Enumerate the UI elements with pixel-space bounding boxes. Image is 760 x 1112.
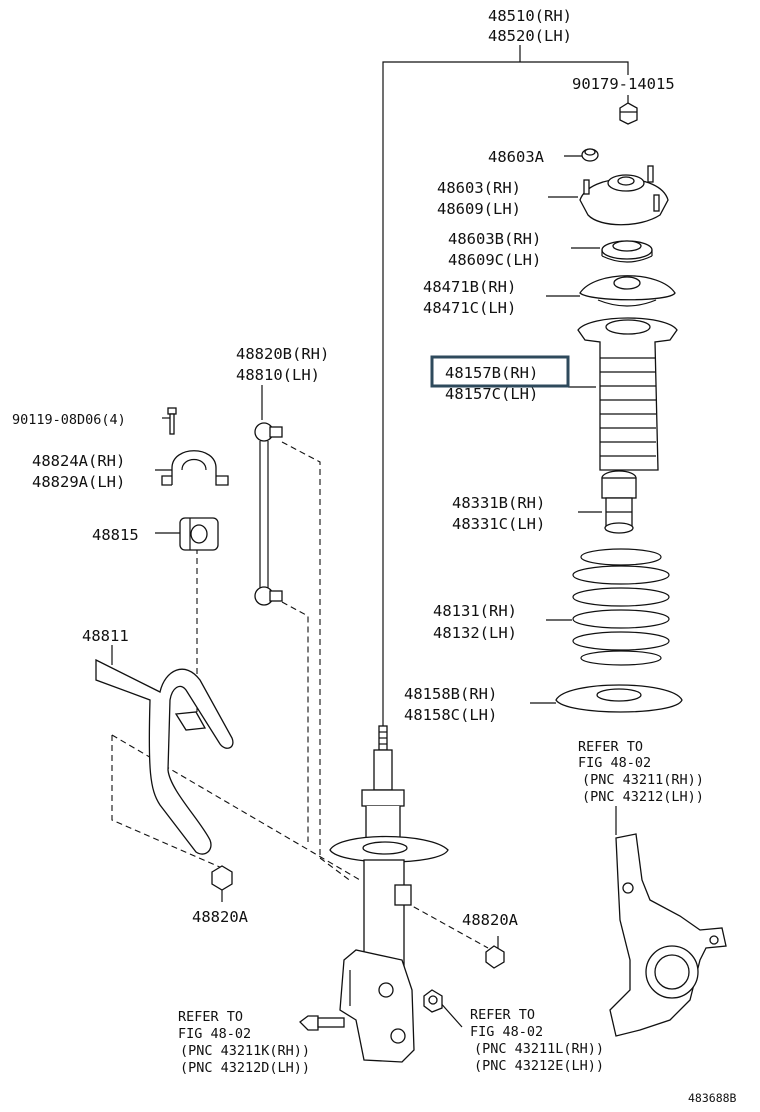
dashed-guides [111, 441, 489, 949]
label-seat-lh: 48471C(LH) [423, 299, 516, 317]
figure-id: 483688B [688, 1091, 737, 1105]
label-seat-rh: 48471B(RH) [423, 278, 516, 296]
label-bolt: 90119-08D06(4) [12, 412, 126, 428]
bump-stopper [601, 470, 637, 534]
stabilizer-nut [211, 865, 233, 891]
label-spring-rh: 48131(RH) [433, 602, 517, 620]
stabilizer-link [254, 422, 283, 606]
refer-bolt-line2: FIG 48-02 [178, 1026, 251, 1042]
label-boot-rh: 48157B(RH) [445, 364, 538, 382]
bearing [601, 240, 653, 263]
label-nut-left: 48820A [192, 908, 249, 926]
coil-spring [572, 548, 670, 666]
label-link-rh: 48820B(RH) [236, 345, 329, 363]
label-bracket-rh: 48824A(RH) [32, 452, 125, 470]
label-spring-lh: 48132(LH) [433, 624, 517, 642]
refer-nut-line1: REFER TO [470, 1007, 535, 1023]
highlight-box [430, 355, 570, 388]
label-boot-lh: 48157C(LH) [445, 385, 538, 403]
refer-nut-line3: (PNC 43211L(RH)) [474, 1041, 604, 1057]
strut-nut [423, 989, 443, 1013]
label-bearing-lh: 48609C(LH) [448, 251, 541, 269]
spring-insulator [555, 684, 683, 713]
label-stabilizer-bar: 48811 [82, 627, 129, 645]
spring-seat [579, 275, 676, 307]
label-mount-lh: 48609(LH) [437, 200, 521, 218]
strut-mount [579, 165, 669, 226]
refer-bolt-line3: (PNC 43211K(RH)) [180, 1043, 310, 1059]
label-link-lh: 48810(LH) [236, 366, 320, 384]
shock-absorber [329, 725, 449, 1063]
refer-nut-note: REFER TO FIG 48-02 (PNC 43211L(RH)) (PNC… [470, 1007, 604, 1074]
refer-knuckle-line4: (PNC 43212(LH)) [582, 789, 704, 805]
label-bracket-lh: 48829A(LH) [32, 473, 125, 491]
dust-cap [581, 148, 599, 162]
refer-bolt-note: REFER TO FIG 48-02 (PNC 43211K(RH)) (PNC… [178, 1009, 310, 1076]
label-mount-rh: 48603(RH) [437, 179, 521, 197]
label-strut-rh: 48510(RH) [488, 7, 572, 25]
stabilizer-bushing [179, 517, 219, 551]
refer-bolt-line1: REFER TO [178, 1009, 243, 1025]
bracket-bolt [167, 407, 177, 435]
refer-knuckle-note: REFER TO FIG 48-02 (PNC 43211(RH)) (PNC … [578, 739, 704, 805]
top-nut [619, 102, 638, 125]
label-nut-top: 90179-14015 [572, 75, 675, 93]
label-insulator-lh: 48158C(LH) [404, 706, 497, 724]
strut-nut-right [485, 945, 505, 969]
refer-nut-line2: FIG 48-02 [470, 1024, 543, 1040]
refer-knuckle-line3: (PNC 43211(RH)) [582, 772, 704, 788]
leader-lines [111, 45, 629, 1028]
refer-nut-line4: (PNC 43212E(LH)) [474, 1058, 604, 1074]
part-labels: 48510(RH) 48520(LH) 90179-14015 48603A 4… [12, 7, 675, 929]
refer-knuckle-line2: FIG 48-02 [578, 755, 651, 771]
steering-knuckle [609, 833, 727, 1037]
label-bumper-lh: 48331C(LH) [452, 515, 545, 533]
refer-bolt-line4: (PNC 43212D(LH)) [180, 1060, 310, 1076]
label-bushing: 48815 [92, 526, 139, 544]
stabilizer-bracket [161, 450, 229, 486]
label-cap: 48603A [488, 148, 545, 166]
label-insulator-rh: 48158B(RH) [404, 685, 497, 703]
refer-knuckle-line1: REFER TO [578, 739, 643, 755]
strut-bolt [299, 1015, 345, 1031]
stabilizer-bar [95, 658, 234, 855]
bellows-boot [577, 317, 678, 471]
label-nut-right: 48820A [462, 911, 519, 929]
label-bearing-rh: 48603B(RH) [448, 230, 541, 248]
label-strut-lh: 48520(LH) [488, 27, 572, 45]
label-bumper-rh: 48331B(RH) [452, 494, 545, 512]
